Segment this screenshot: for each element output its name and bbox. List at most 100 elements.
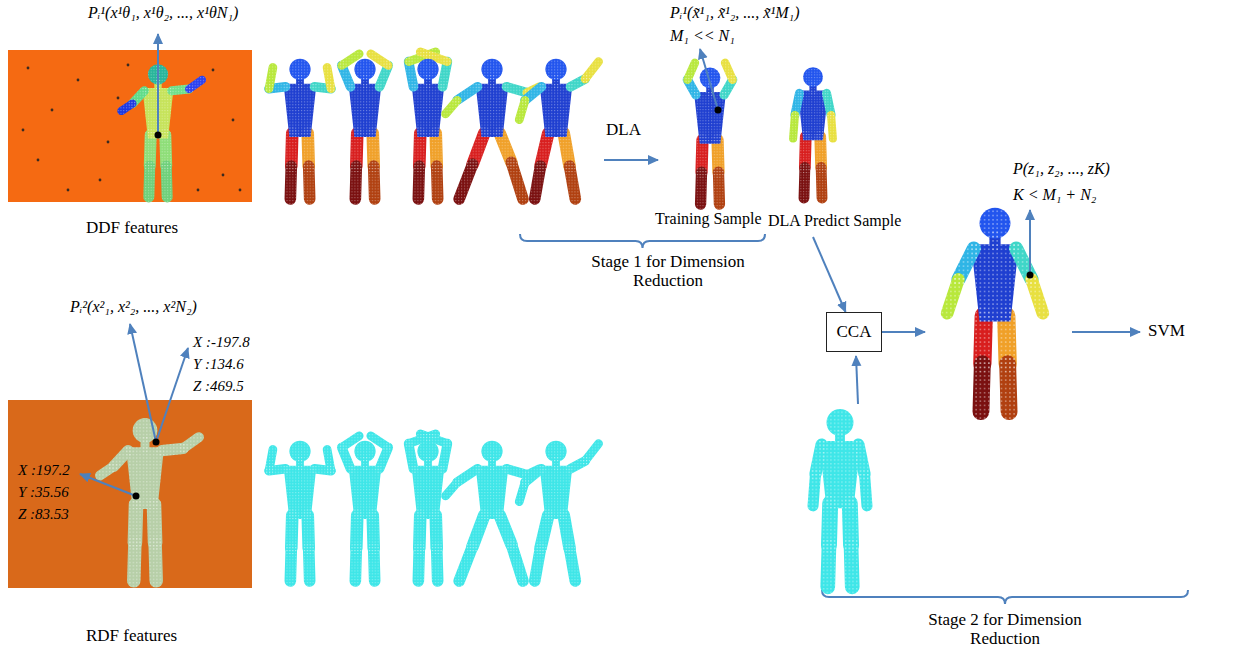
predict-sample-figure: DLA Predict Sample: [768, 55, 858, 237]
figure-part: [161, 166, 173, 197]
figure-part: [865, 474, 867, 506]
figure-part: [865, 474, 867, 506]
human-figure: [342, 436, 388, 581]
stage-label: Stage 1 for Dimension Reduction: [568, 252, 768, 290]
figure-part: [519, 482, 525, 501]
figure-part: [269, 67, 273, 88]
figure-part: [831, 115, 833, 138]
figure-part: [284, 84, 317, 137]
depth-sample-dot: [77, 79, 80, 82]
figure-part: [570, 166, 576, 199]
figure-part: [813, 474, 815, 506]
figure-part: [540, 84, 573, 137]
depth-sample-dot: [212, 69, 215, 72]
human-figure: [342, 54, 388, 199]
figure-part: [827, 409, 854, 436]
figure-part: [417, 441, 438, 462]
figure-part: [183, 437, 199, 448]
figure-part: [980, 208, 1011, 239]
depth-sample-dot: [107, 141, 110, 144]
feature-point: [155, 132, 162, 139]
coordinate-value: Z :469.5: [193, 378, 244, 395]
depth-sample-dot: [27, 67, 30, 70]
figure-group: [269, 52, 867, 587]
figure-part: [417, 59, 438, 80]
figure-part: [349, 84, 382, 137]
figure-part: [417, 441, 438, 462]
figure-part: [121, 104, 132, 111]
figure-part: [813, 474, 815, 506]
figure-part: [134, 543, 135, 581]
feature-point: [153, 439, 160, 446]
figure-part: [585, 62, 599, 79]
figure-part: [431, 166, 444, 199]
figure-part: [570, 548, 576, 581]
figure-part: [481, 59, 502, 80]
figure-part: [585, 62, 599, 79]
human-figure: [446, 59, 540, 199]
fused-formula: P(z₁, z₂, ..., zK): [1013, 160, 1110, 178]
figure-part: [285, 548, 298, 581]
rdf-to-cca-arrow: [856, 356, 858, 404]
coordinate-value: Z :83.53: [18, 506, 69, 523]
figure-part: [545, 59, 566, 80]
figure-part: [126, 447, 164, 509]
figure-caption: Training Sample: [655, 210, 762, 228]
coordinate-value: X :197.2: [18, 462, 70, 479]
figure-part: [285, 548, 298, 581]
figure-part: [413, 548, 426, 581]
figure-canvas: [8, 50, 252, 202]
figure-part: [459, 164, 473, 199]
callout-arrow: [700, 49, 718, 110]
figure-part: [431, 548, 444, 581]
figure-part: [831, 115, 833, 138]
depth-sample-dot: [99, 179, 102, 182]
panel-caption: RDF features: [86, 626, 177, 646]
box-label: CCA: [837, 322, 872, 342]
svm-arrow: [1072, 331, 1140, 333]
dla-arrow: [604, 159, 658, 161]
figure-part: [155, 543, 156, 581]
figure-part: [793, 115, 795, 138]
figure-part: [851, 545, 852, 587]
figure-part: [350, 166, 363, 199]
figure-part: [851, 545, 852, 587]
figure-part: [481, 441, 502, 462]
callout-arrow: [130, 324, 156, 442]
figure-part: [289, 59, 310, 80]
figure-part: [695, 172, 707, 204]
figure-canvas: [660, 55, 760, 235]
human-figure: [793, 67, 833, 198]
figure-part: [803, 67, 823, 87]
figure-part: [803, 67, 823, 87]
figure-part: [816, 167, 828, 198]
figure-part: [585, 444, 599, 461]
figure-part: [980, 208, 1011, 239]
figure-part: [354, 441, 375, 462]
human-figure: [100, 418, 199, 581]
figure-part: [413, 166, 426, 199]
figure-part: [161, 166, 173, 197]
figure-part: [570, 548, 576, 581]
figure-part: [981, 364, 982, 412]
feature-point: [715, 107, 722, 114]
figure-part: [481, 59, 502, 80]
figure-part: [446, 100, 458, 114]
arrow-label: DLA: [606, 120, 641, 140]
reduced-formula: Pᵢ¹(x̃¹₁, x̃¹₂, ..., x̃¹M₁): [670, 4, 799, 22]
figure-part: [476, 466, 509, 519]
figure-part: [368, 548, 381, 581]
figure-part: [540, 466, 573, 519]
human-figure: [409, 434, 448, 581]
human-figure: [269, 59, 331, 199]
figure-part: [412, 84, 445, 137]
figure-part: [349, 84, 382, 137]
figure-part: [121, 104, 132, 111]
figure-part: [327, 67, 331, 88]
figure-part: [799, 167, 811, 198]
figure-part: [535, 166, 541, 199]
figure-part: [535, 548, 541, 581]
figure-part: [143, 166, 155, 197]
figure-part: [687, 63, 695, 80]
